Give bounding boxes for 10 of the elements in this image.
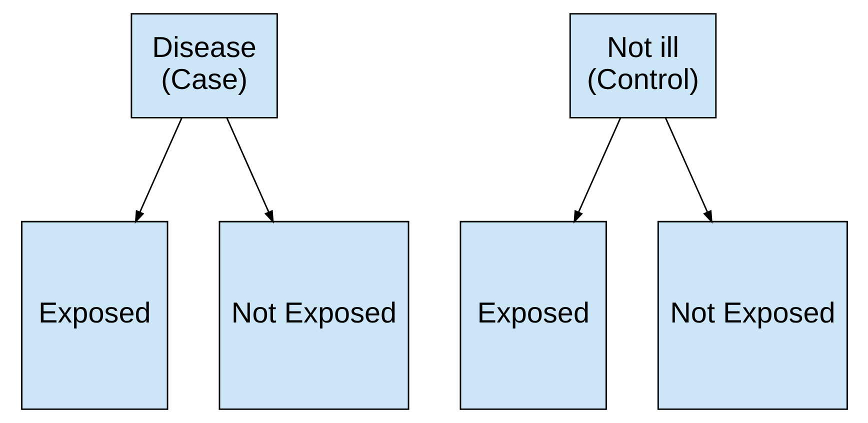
node-box: Not ill (Control): [568, 13, 716, 118]
node-box: Exposed: [20, 220, 168, 410]
node-box: Not Exposed: [656, 220, 848, 410]
arrow: [664, 117, 712, 224]
arrow: [573, 117, 621, 224]
node-box: Disease (Case): [130, 13, 278, 118]
node-box: Exposed: [459, 220, 606, 410]
arrow: [226, 117, 274, 224]
arrow: [134, 117, 182, 224]
node-box: Not Exposed: [218, 220, 409, 410]
